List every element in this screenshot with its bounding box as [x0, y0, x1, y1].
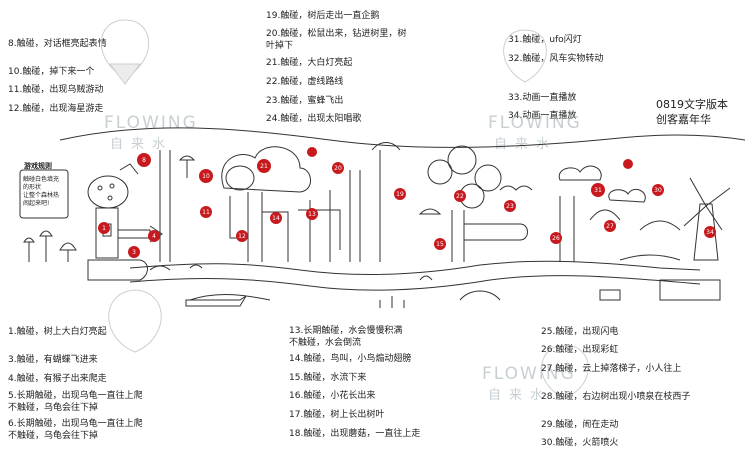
rules-box-frame	[19, 169, 69, 219]
marker-24	[307, 147, 317, 157]
note-25: 25.触碰，出现闪电	[541, 327, 619, 337]
note-11: 11.触碰，出现乌贼游动	[8, 85, 104, 95]
svg-text:14: 14	[272, 215, 280, 222]
marker-10	[199, 169, 213, 183]
watermark-3: FLOWING 自来水	[482, 364, 576, 403]
note-3: 3.触碰，有蝴蝶飞进来	[8, 355, 98, 365]
svg-text:23: 23	[506, 203, 514, 210]
right-tree	[418, 145, 533, 262]
note-19: 19.触碰，树后走出一直企鹅	[266, 11, 380, 21]
marker-1	[98, 222, 110, 234]
marker-32	[623, 159, 633, 169]
marker-31	[591, 183, 605, 197]
note-17: 17.触碰，树上长出树叶	[289, 410, 385, 420]
marker-8	[137, 153, 151, 167]
marker-labels: 1 3 4 8 10 11 12 13 14 21 20 19 22 23 15…	[102, 157, 714, 256]
note-34: 34.动画一直播放	[508, 111, 577, 121]
svg-text:20: 20	[334, 165, 342, 172]
watermark-cn: 自来水	[494, 137, 558, 152]
watermark-2: FLOWING 自来水	[488, 113, 582, 152]
note-1: 1.触碰，树上大白灯亮起	[8, 327, 107, 337]
svg-text:1: 1	[102, 225, 106, 232]
note-24: 24.触碰，出现太阳唱歌	[266, 114, 362, 124]
note-15: 15.触碰，水流下来	[289, 373, 367, 383]
note-27: 27.触碰，云上掉落梯子，小人往上	[541, 364, 682, 374]
marker-22	[454, 190, 466, 202]
svg-text:21: 21	[260, 163, 268, 170]
marker-14	[270, 212, 282, 224]
marker-21	[257, 159, 271, 173]
svg-text:8: 8	[142, 157, 146, 164]
marker-19	[394, 188, 406, 200]
svg-text:27: 27	[606, 223, 614, 230]
marker-27	[604, 220, 616, 232]
note-21: 21.触碰，大白灯亮起	[266, 58, 353, 68]
marker-11	[200, 206, 212, 218]
svg-text:4: 4	[152, 233, 156, 240]
note-23: 23.触碰，蜜蜂飞出	[266, 96, 344, 106]
note-10: 10.触碰，掉下来一个	[8, 67, 104, 77]
note-18: 18.触碰，出现蘑菇，一直往上走	[289, 429, 421, 439]
svg-text:12: 12	[238, 233, 246, 240]
note-12: 12.触碰，出现海星游走	[8, 104, 104, 114]
note-8: 8.触碰，对话框亮起表情	[8, 39, 107, 49]
watermark-en: FLOWING	[488, 113, 582, 133]
crocodile-shape	[185, 295, 247, 307]
watermark-en: FLOWING	[482, 364, 576, 384]
note-29: 29.触碰，闹在走动	[541, 420, 619, 430]
svg-text:31: 31	[594, 187, 602, 194]
watermark-balloons	[100, 19, 589, 399]
svg-text:3: 3	[132, 249, 136, 256]
note-22: 22.触碰，虚线路线	[266, 77, 344, 87]
note-33: 33.动画一直播放	[508, 93, 577, 103]
svg-text:22: 22	[456, 193, 464, 200]
marker-20	[332, 162, 344, 174]
marker-26	[550, 232, 562, 244]
marker-3	[128, 246, 140, 258]
watermark-cn: 自来水	[488, 388, 552, 403]
marker-34	[704, 226, 716, 238]
svg-text:34: 34	[706, 229, 714, 236]
svg-text:15: 15	[436, 241, 444, 248]
left-tree	[87, 175, 163, 259]
svg-text:13: 13	[308, 211, 316, 218]
center-tree	[221, 146, 311, 262]
note-16: 16.触碰，小花长出来	[289, 391, 376, 401]
note-5: 5.长期触碰，出现乌龟一直往上爬 不触碰，乌龟会往下掉	[8, 391, 143, 413]
watermark-cn: 自来水	[110, 137, 174, 152]
note-26: 26.触碰，出现彩虹	[541, 345, 619, 355]
svg-text:19: 19	[396, 191, 404, 198]
windmill	[683, 177, 731, 261]
marker-13	[306, 208, 318, 220]
note-30: 30.触碰，火箭喷火	[541, 438, 619, 448]
note-31: 31.触碰，ufo闪灯	[508, 35, 582, 45]
version-label: 0819文字版本 创客嘉年华	[656, 98, 728, 126]
marker-4	[148, 230, 160, 242]
marker-12	[236, 230, 248, 242]
rules-title: 游戏规则	[24, 162, 52, 170]
note-4: 4.触碰，有猴子出来爬走	[8, 374, 107, 384]
ground-flowers	[149, 264, 721, 308]
marker-23	[504, 200, 516, 212]
svg-text:30: 30	[654, 187, 662, 194]
note-28: 28.触碰，右边树出现小喷泉在枝西子	[541, 392, 691, 402]
note-20: 20.触碰，松鼠出来，钻进树里，树 叶掉下	[266, 29, 407, 51]
note-32: 32.触碰，风车实物转动	[508, 54, 604, 64]
note-13: 13.长期触碰，水会慢慢积满 不触碰，水会倒流	[289, 326, 403, 348]
marker-15	[434, 238, 446, 250]
note-14: 14.触碰，鸟叫，小鸟煽动翅膀	[289, 354, 412, 364]
rules-body: 触碰白色填充 的形状 让整个森林热 闹起来吧!	[23, 176, 60, 207]
svg-text:26: 26	[552, 235, 560, 242]
marker-30	[652, 184, 664, 196]
plants-left	[23, 155, 196, 262]
svg-text:11: 11	[202, 209, 210, 216]
touch-markers	[98, 147, 716, 258]
note-6: 6.长期触碰，出现乌龟一直往上爬 不触碰，乌龟会往下掉	[8, 419, 143, 441]
svg-text:10: 10	[202, 173, 210, 180]
